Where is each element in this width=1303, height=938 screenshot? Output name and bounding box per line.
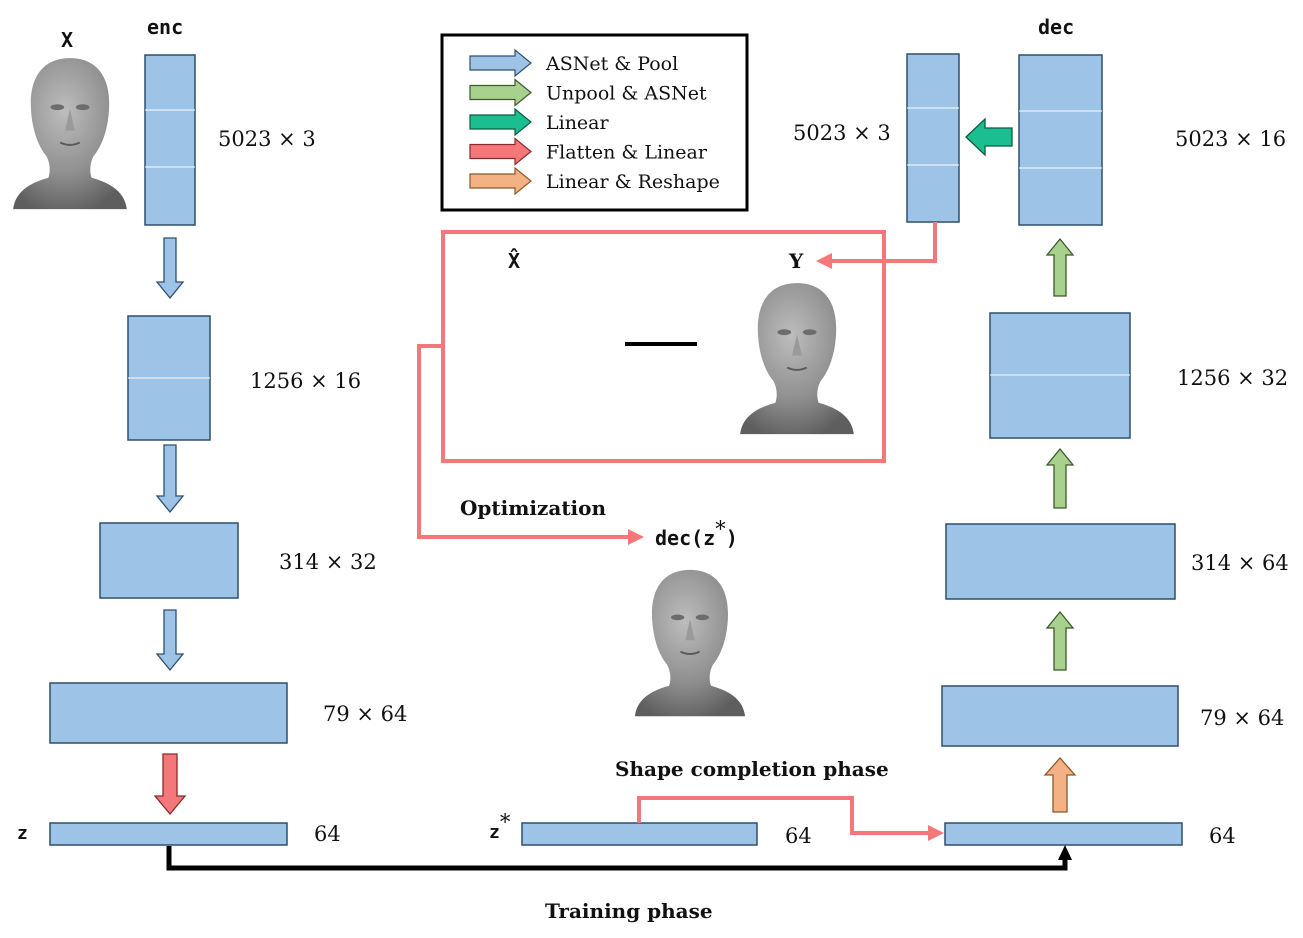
result-label: dec(z*) — [655, 517, 738, 550]
latent-z-label: z — [17, 823, 28, 844]
zstar-dim: 64 — [785, 824, 812, 848]
legend-arrow-icon — [469, 166, 532, 196]
dec-dim-1: 5023 × 16 — [1175, 127, 1286, 151]
optimization-label: Optimization — [460, 496, 606, 520]
zstar-label: z* — [489, 810, 511, 843]
decoder-title: dec — [1038, 15, 1074, 39]
completed-face-image — [633, 568, 747, 718]
arrowhead-icon — [816, 253, 832, 269]
encoder-title: enc — [147, 15, 183, 39]
training-path — [166, 846, 1068, 871]
dec-dim-3: 314 × 64 — [1191, 551, 1289, 575]
up-arrow-icon — [1045, 237, 1075, 297]
linear-arrow-icon — [965, 117, 1013, 157]
latent-z-bar — [49, 822, 288, 846]
shape-completion-lines — [417, 222, 937, 835]
enc-block-1 — [144, 54, 196, 226]
decoder-arrows — [1045, 237, 1075, 671]
arrowhead-icon — [928, 825, 944, 841]
legend-label: Flatten & Linear — [546, 142, 708, 164]
red-arrowheads — [628, 253, 944, 841]
legend-label: Linear — [546, 112, 610, 134]
legend-arrow-icon — [469, 137, 532, 166]
target-face-image — [739, 282, 855, 436]
enc-block-4 — [49, 682, 288, 744]
zstar-bar — [521, 822, 758, 846]
y-label: Y — [788, 249, 804, 273]
latent-z-dim: 64 — [314, 822, 341, 846]
encoder-input-label: X — [61, 28, 73, 52]
reshape-arrow-icon — [1043, 757, 1077, 813]
legend-label: ASNet & Pool — [545, 53, 678, 75]
enc-dim-3: 314 × 32 — [279, 550, 377, 574]
flatten-arrow-icon — [153, 753, 187, 816]
dec-output-dim: 5023 × 3 — [793, 121, 891, 145]
down-arrow-icon — [155, 444, 185, 514]
dec-block-4 — [941, 685, 1179, 747]
dec-latent-dim: 64 — [1209, 824, 1236, 848]
dec-output-block — [906, 53, 960, 223]
shape-completion-phase-label: Shape completion phase — [615, 757, 889, 781]
arrowhead-icon — [628, 529, 644, 545]
dec-dim-4: 79 × 64 — [1200, 706, 1284, 730]
down-arrow-icon — [155, 237, 185, 300]
dec-dim-2: 1256 × 32 — [1177, 366, 1288, 390]
enc-dim-1: 5023 × 3 — [218, 127, 316, 151]
legend-label: Unpool & ASNet — [546, 83, 707, 105]
up-arrow-icon — [1045, 447, 1075, 509]
encoder-arrows — [155, 237, 185, 672]
training-arrowhead-icon — [1058, 845, 1072, 860]
legend-arrow-icon — [469, 107, 532, 137]
dec-block-1 — [1018, 54, 1103, 226]
decoder-blocks — [906, 53, 1183, 846]
legend-arrow-icon — [469, 48, 532, 78]
xhat-half-face-image — [468, 283, 582, 434]
enc-dim-2: 1256 × 16 — [250, 369, 361, 393]
dec-latent-bar — [944, 822, 1183, 846]
up-arrow-icon — [1045, 610, 1075, 671]
input-face-image — [12, 57, 128, 211]
xhat-label: X̂ — [508, 248, 520, 273]
down-arrow-icon — [155, 609, 185, 672]
legend-arrow-icon — [469, 78, 532, 107]
encoder-blocks — [49, 54, 288, 846]
legend-label: Linear & Reshape — [546, 171, 720, 193]
enc-dim-4: 79 × 64 — [323, 702, 407, 726]
training-phase-label: Training phase — [545, 899, 713, 923]
enc-block-3 — [99, 522, 239, 599]
dec-block-3 — [945, 523, 1176, 600]
